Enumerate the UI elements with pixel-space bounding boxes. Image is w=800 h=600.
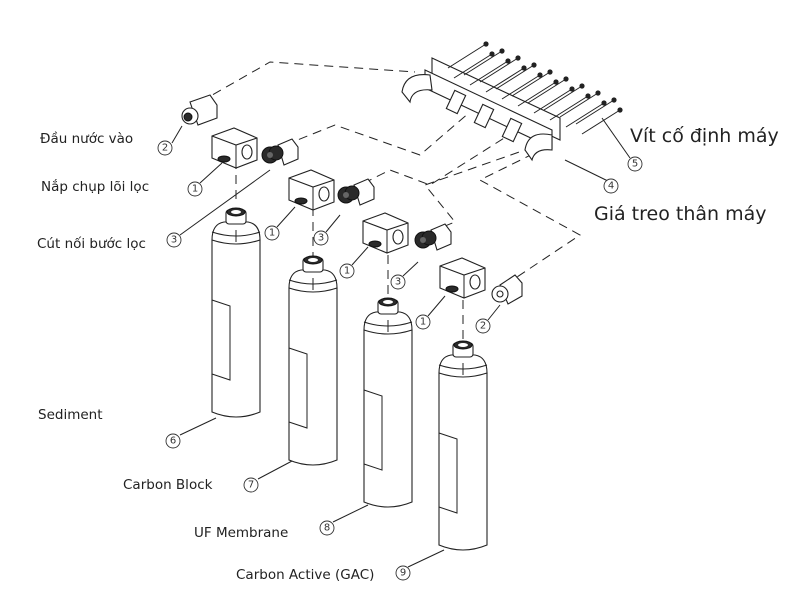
assembly-guide-lines [199,61,581,340]
svg-text:1: 1 [420,317,426,328]
svg-text:7: 7 [248,480,254,491]
svg-text:1: 1 [344,266,350,277]
stage-connectors [261,138,452,251]
callout-6: 6 [165,433,181,449]
label-filter-cap: Nắp chụp lõi lọc [41,179,150,195]
filter-cap [211,127,258,169]
svg-text:4: 4 [608,181,614,192]
mounting-screws [447,41,623,135]
water-inlet-fitting [491,274,523,305]
filter-cartridges [211,207,488,551]
callout-5: 5 [627,156,643,172]
label-body-bracket: Giá treo thân máy [594,203,767,225]
callout-1-d: 1 [415,314,431,330]
filter-cartridge [438,340,488,551]
filter-caps [211,127,486,299]
svg-text:9: 9 [400,568,406,579]
stage-connector [337,178,375,206]
svg-text:3: 3 [318,233,324,244]
screw [527,76,569,104]
svg-text:5: 5 [632,159,638,170]
stage-connector [261,138,299,166]
label-sediment: Sediment [38,407,103,423]
screw [469,58,511,86]
svg-text:3: 3 [171,235,177,246]
label-mounting-screws: Vít cố định máy [630,125,779,147]
callout-3-c: 3 [390,274,406,290]
screw [565,100,607,128]
water-inlet-fitting [181,94,218,126]
svg-text:1: 1 [269,228,275,239]
filter-cartridge [211,207,261,418]
screw [501,72,543,100]
filter-cap [288,169,335,211]
screw [517,79,559,107]
callout-9: 9 [395,565,411,581]
svg-text:2: 2 [480,321,486,332]
svg-text:8: 8 [324,523,330,534]
label-stage-connector: Cút nối bước lọc [37,236,146,252]
screw [549,93,591,121]
filter-cap [439,257,486,299]
svg-text:2: 2 [162,143,168,154]
screw [479,55,521,83]
screw [447,41,489,69]
svg-text:1: 1 [192,184,198,195]
screw [533,86,575,114]
callout-1-b: 1 [264,225,280,241]
label-uf-membrane: UF Membrane [194,525,289,541]
label-water-inlet: Đầu nước vào [40,131,134,147]
filter-cap [362,212,409,254]
screw [543,83,585,111]
filter-cartridge [288,255,338,466]
screw [581,107,623,135]
leader-lines [171,117,631,568]
callout-3-b: 3 [313,230,329,246]
mounting-bracket [401,57,561,162]
callout-2-right: 2 [475,318,491,334]
screw [559,90,601,118]
callout-1-a: 1 [187,181,203,197]
label-carbon-block: Carbon Block [123,477,213,493]
label-carbon-active: Carbon Active (GAC) [236,567,375,583]
screw [511,69,553,97]
screw [485,65,527,93]
callout-8: 8 [319,520,335,536]
screw [453,51,495,79]
callout-4: 4 [603,178,619,194]
callout-3-a: 3 [166,232,182,248]
filter-cartridge [363,297,413,508]
callout-1-c: 1 [339,263,355,279]
stage-connector [414,223,452,251]
svg-text:6: 6 [170,436,176,447]
svg-text:3: 3 [395,277,401,288]
screw [463,48,505,76]
screw [495,62,537,90]
callout-7: 7 [243,477,259,493]
callout-2-left: 2 [157,140,173,156]
screw [575,97,617,125]
